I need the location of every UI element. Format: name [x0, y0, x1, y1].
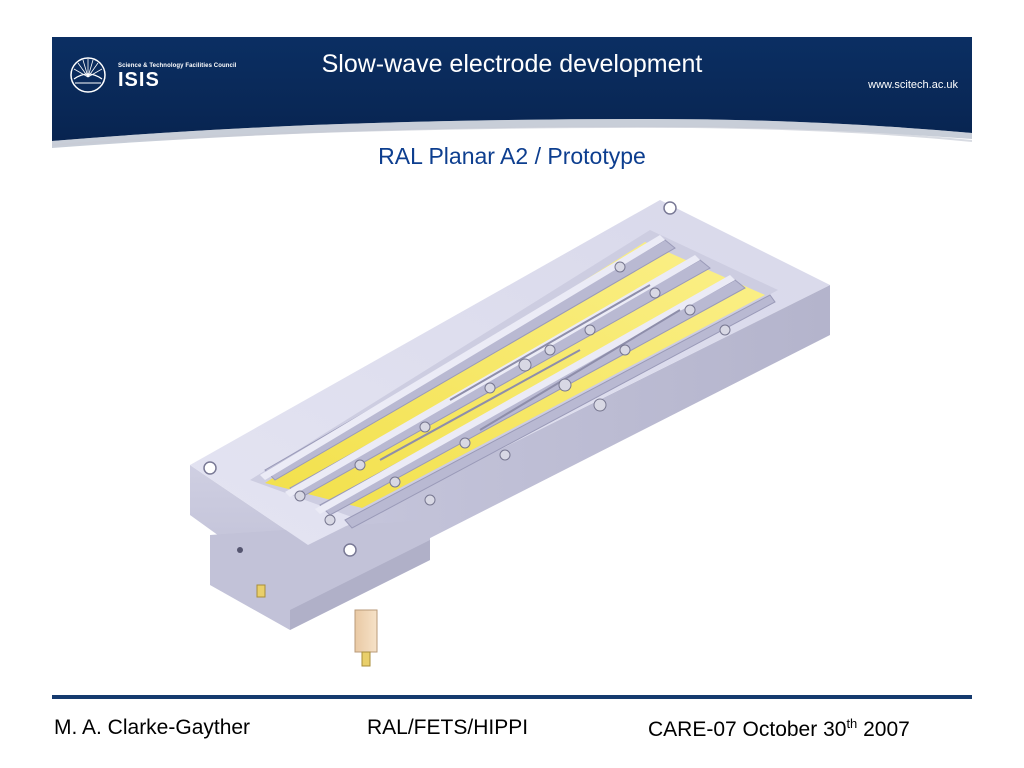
slide-header: Science & Technology Facilities Council …	[52, 37, 972, 150]
logo-council-text: Science & Technology Facilities Council	[118, 63, 237, 69]
slide-subtitle: RAL Planar A2 / Prototype	[378, 143, 646, 169]
footer-rule	[52, 695, 972, 699]
footer-event-sup: th	[846, 716, 858, 731]
isis-logo: Science & Technology Facilities Council …	[68, 55, 268, 95]
electrode-assembly-figure	[180, 190, 840, 680]
electrode-assembly-render-icon	[190, 200, 830, 667]
footer-event-prefix: CARE-07 October 30	[648, 718, 847, 741]
logo-name-text: ISIS	[118, 69, 160, 91]
isis-sunburst-icon	[70, 57, 106, 93]
footer-event: CARE-07 October 30th 2007	[648, 716, 910, 742]
header-url: www.scitech.ac.uk	[868, 79, 958, 91]
header-title: Slow-wave electrode development	[321, 50, 703, 78]
footer-author: M. A. Clarke-Gayther	[54, 716, 251, 739]
footer-project: RAL/FETS/HIPPI	[367, 716, 529, 739]
header-banner	[52, 37, 972, 148]
footer-event-year: 2007	[857, 718, 910, 741]
